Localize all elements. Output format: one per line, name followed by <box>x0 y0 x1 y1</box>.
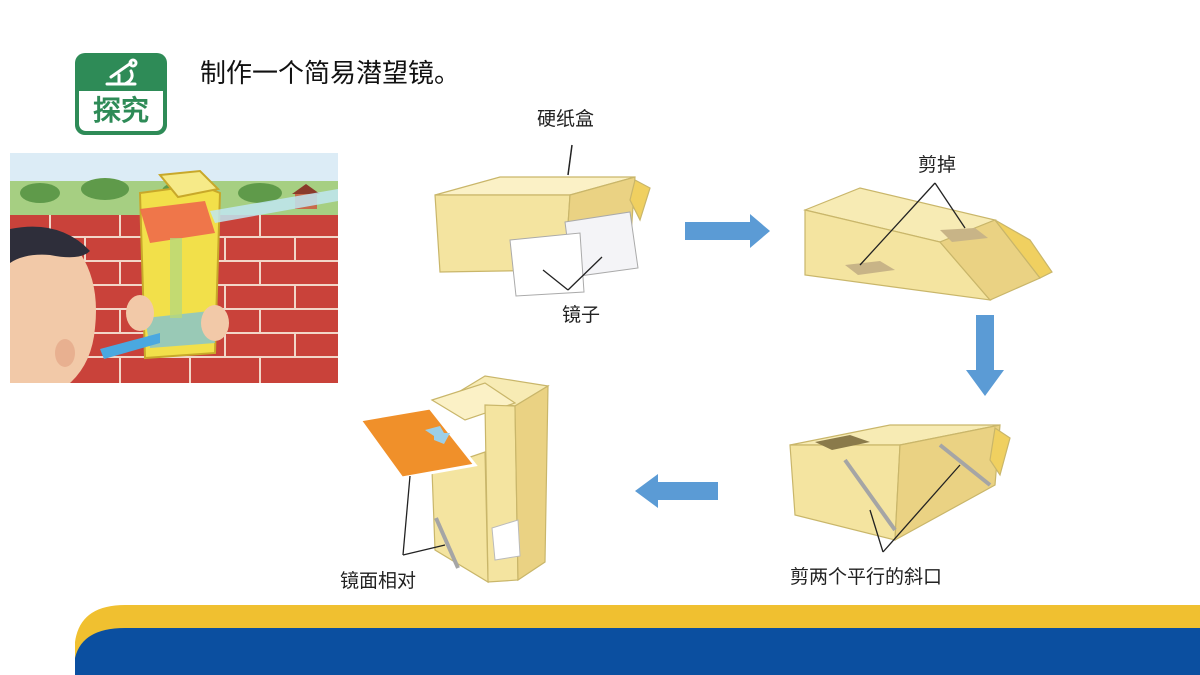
cut-pointer-right <box>934 182 966 229</box>
periscope-illustration <box>10 153 338 383</box>
step3-top-opening <box>815 435 870 450</box>
facing-pointer-left <box>402 475 411 556</box>
arrow-right <box>685 214 770 248</box>
periscope-steps-diagram <box>357 144 1053 584</box>
light-ray-top <box>210 189 338 223</box>
arrow-down <box>966 315 1004 396</box>
box-pointer-line <box>567 144 573 176</box>
page-title: 制作一个简易潜望镜。 <box>200 59 461 89</box>
step2-box <box>803 187 1053 301</box>
badge-label: 探究 <box>92 94 149 127</box>
label-parallel-cuts: 剪两个平行的斜口 <box>790 566 943 588</box>
cut-area-right <box>940 228 988 242</box>
arrow-left <box>635 474 718 508</box>
step1-mirrors <box>509 211 639 297</box>
lower-mirror <box>491 519 521 561</box>
label-mirrors: 镜子 <box>562 304 601 326</box>
label-cut-off: 剪掉 <box>918 154 957 176</box>
badge-label-area: 探究 <box>79 91 163 131</box>
card-arrow-icon <box>425 426 450 444</box>
facing-pointer-right <box>402 544 446 556</box>
microscope-icon <box>105 58 138 86</box>
footer-band <box>75 605 1200 675</box>
label-mirrors-facing: 镜面相对 <box>340 570 417 592</box>
cut-area-left <box>845 261 895 275</box>
slant-cut-2 <box>938 443 992 487</box>
slant-pointer-left <box>869 509 884 553</box>
boy <box>10 226 229 383</box>
slant-pointer-right <box>882 464 961 553</box>
footer-blue-stripe <box>75 628 1200 675</box>
periscope-box <box>138 169 222 360</box>
slant-cut-1 <box>843 458 897 532</box>
cut-pointer-left <box>859 182 936 266</box>
inquiry-badge: 探究 <box>75 53 167 135</box>
top-mirror-card <box>357 406 478 480</box>
mirror-pointer-right <box>567 256 603 291</box>
mirror-pointer-left <box>542 269 569 291</box>
label-cardboard-box: 硬纸盒 <box>537 108 595 130</box>
light-ray-bottom <box>100 333 160 359</box>
lower-slant-cut <box>434 517 460 569</box>
